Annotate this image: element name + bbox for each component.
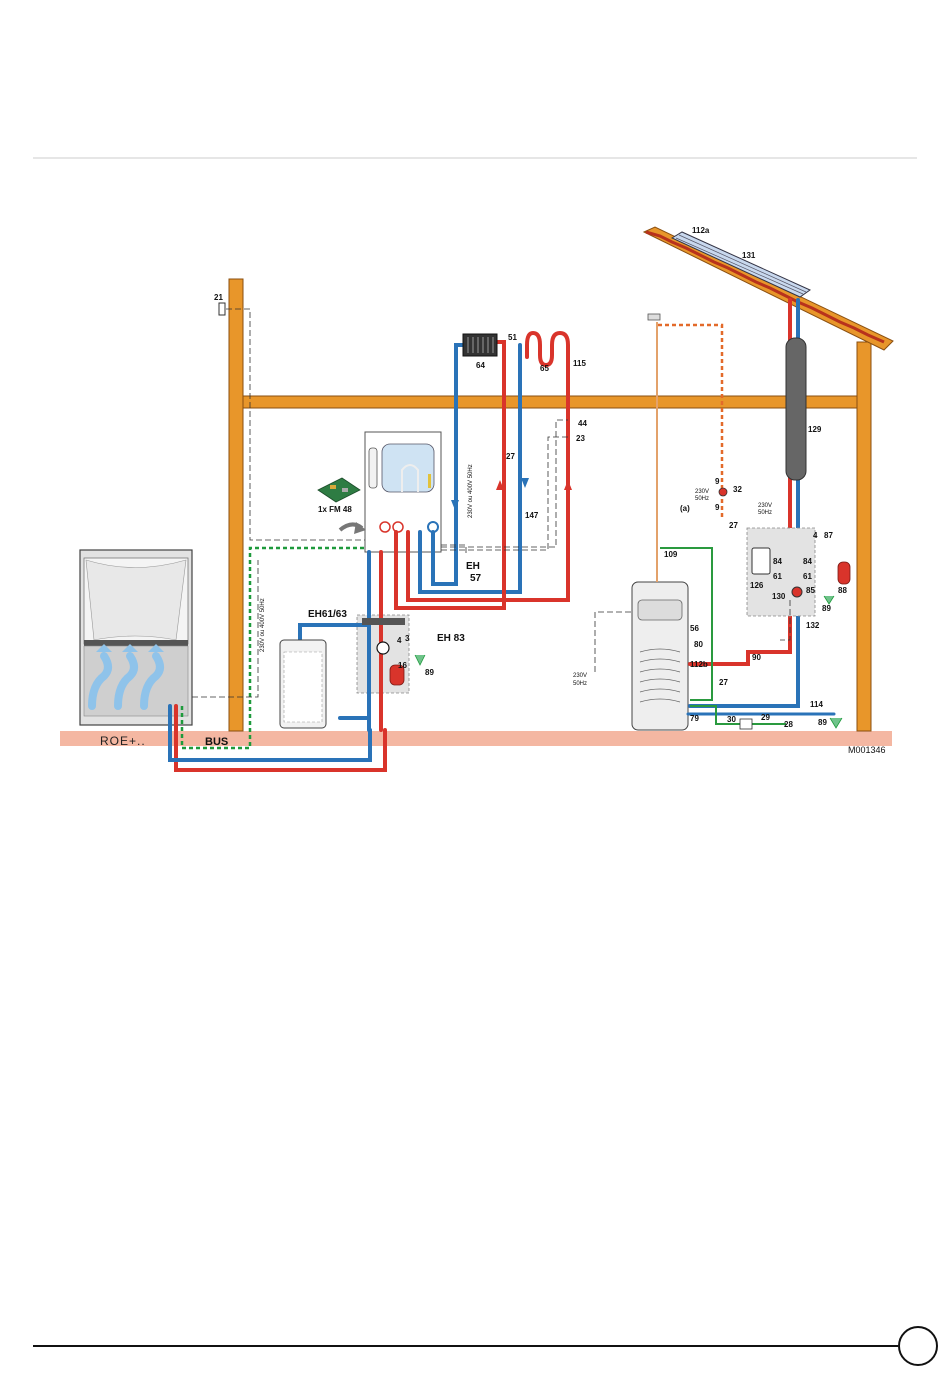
label-eh83: EH 83 — [437, 633, 465, 644]
label-32: 32 — [733, 485, 742, 494]
label-109: 109 — [664, 550, 678, 559]
drain-89-bottom — [830, 718, 842, 728]
outdoor-sensor-21 — [219, 303, 225, 315]
label-eh57-a: EH — [466, 561, 480, 572]
meter-30 — [740, 719, 752, 729]
label-112a: 112a — [692, 226, 710, 235]
label-eh57-b: 57 — [470, 573, 482, 584]
label-figure-ref: M001346 — [848, 745, 886, 755]
degassing-pot-129 — [786, 338, 806, 480]
label-note-a: (a) — [680, 504, 690, 513]
drain-89-left — [415, 655, 425, 665]
label-voltage-left: 230V ou 400V 50Hz — [260, 598, 266, 652]
label-eh6163: EH61/63 — [308, 609, 347, 620]
label-89-bottom: 89 — [818, 718, 827, 727]
label-4-left: 4 — [397, 636, 402, 645]
label-voltage-boiler: 230V ou 400V 50Hz — [468, 464, 474, 518]
label-4-right: 4 — [813, 531, 818, 540]
label-79: 79 — [690, 714, 699, 723]
label-115: 115 — [573, 359, 586, 368]
label-21: 21 — [214, 293, 223, 302]
label-89-left: 89 — [425, 668, 434, 677]
solar-controller-126 — [752, 548, 770, 574]
label-132: 132 — [806, 621, 820, 630]
label-44: 44 — [578, 419, 587, 428]
label-112b: 112b — [690, 660, 708, 669]
solar-dhw-tank — [632, 582, 688, 730]
label-9-bottom: 9 — [715, 503, 720, 512]
label-129: 129 — [808, 425, 822, 434]
power-cable-tank — [595, 612, 632, 672]
label-90: 90 — [752, 653, 761, 662]
label-56: 56 — [690, 624, 699, 633]
label-27-heating: 27 — [506, 452, 515, 461]
outdoor-heat-pump-unit — [80, 550, 192, 725]
label-3-left: 3 — [405, 634, 410, 643]
label-29: 29 — [761, 713, 770, 722]
shower-head — [648, 314, 660, 320]
label-16: 16 — [398, 661, 407, 670]
flow-arrows — [496, 480, 572, 490]
label-23: 23 — [576, 434, 585, 443]
mixing-valve-eh83 — [362, 618, 405, 625]
label-89-right: 89 — [822, 604, 831, 613]
roof — [644, 227, 893, 350]
solar-pump-85 — [792, 587, 802, 597]
label-84-right: 84 — [803, 557, 812, 566]
label-fm48: 1x FM 48 — [318, 505, 352, 514]
label-51: 51 — [508, 333, 517, 342]
label-230v-right: 230V — [758, 503, 772, 509]
label-50hz-a: 50Hz — [695, 496, 709, 502]
label-147: 147 — [525, 511, 539, 520]
label-64: 64 — [476, 361, 485, 370]
label-30: 30 — [727, 715, 736, 724]
pump-eh83 — [377, 642, 389, 654]
label-61-right: 61 — [803, 572, 812, 581]
label-50hz-tank: 50Hz — [573, 681, 587, 687]
label-50hz-right: 50Hz — [758, 510, 772, 516]
label-61-left: 61 — [773, 572, 782, 581]
label-85: 85 — [806, 586, 815, 595]
label-27-dhw: 27 — [729, 521, 738, 530]
label-114: 114 — [810, 700, 823, 709]
power-cable-left — [192, 560, 258, 697]
label-84-left: 84 — [773, 557, 782, 566]
label-bus: BUS — [205, 736, 228, 748]
label-230v-tank: 230V — [573, 673, 587, 679]
drain-89-right — [824, 596, 834, 604]
label-88: 88 — [838, 586, 847, 595]
indoor-module — [365, 432, 441, 552]
page-number-circle — [899, 1327, 937, 1365]
label-9-top: 9 — [715, 477, 720, 486]
solar-collector — [672, 232, 810, 297]
label-27-solar: 27 — [719, 678, 728, 687]
dhw-tank-left — [280, 640, 326, 728]
label-131: 131 — [742, 251, 756, 260]
label-65: 65 — [540, 364, 549, 373]
radiator-64 — [463, 334, 497, 356]
label-28: 28 — [784, 720, 793, 729]
pump-32 — [719, 488, 727, 496]
label-87: 87 — [824, 531, 833, 540]
label-126: 126 — [750, 581, 764, 590]
expansion-vessel-88 — [838, 562, 850, 584]
label-80: 80 — [694, 640, 703, 649]
label-roe: ROE+.. — [100, 734, 146, 748]
label-130: 130 — [772, 592, 786, 601]
label-230v-a: 230V — [695, 489, 709, 495]
ground-strip — [60, 731, 892, 746]
dhw-recirc-dashed — [658, 325, 722, 520]
